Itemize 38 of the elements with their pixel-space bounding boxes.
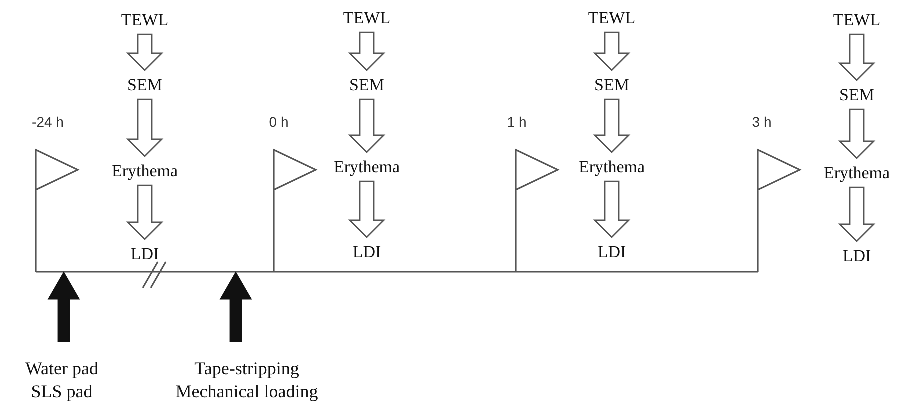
step-text: Erythema: [334, 156, 400, 178]
hollow-arrow: [593, 98, 631, 154]
time-label: 1 h: [507, 114, 527, 130]
step-text: SEM: [594, 74, 630, 96]
solid-arrow: [48, 272, 80, 342]
step-text: Erythema: [578, 156, 646, 178]
treatment-text: Tape-stripping: [194, 358, 300, 380]
hollow-arrow: [126, 98, 164, 158]
step-text: LDI: [352, 241, 382, 263]
step-text: LDI: [598, 241, 626, 263]
hollow-arrow: [838, 108, 876, 160]
step-text: SEM: [128, 74, 162, 96]
step-text: TEWL: [833, 9, 881, 31]
step-text: SEM: [350, 74, 384, 96]
time-label: 0 h: [269, 114, 289, 130]
solid-arrow: [220, 272, 252, 342]
hollow-arrow: [348, 98, 386, 154]
step-text: Erythema: [824, 162, 890, 184]
hollow-arrow: [593, 32, 631, 72]
step-text: TEWL: [588, 7, 636, 29]
step-text: LDI: [130, 243, 160, 265]
hollow-arrow: [126, 34, 164, 72]
time-label: 3 h: [752, 114, 772, 130]
hollow-arrow: [126, 184, 164, 240]
step-text: SEM: [840, 84, 874, 106]
hollow-arrow: [348, 180, 386, 238]
time-label: -24 h: [32, 114, 64, 130]
treatment-text: Water pad: [26, 358, 98, 380]
hollow-arrow: [838, 34, 876, 82]
step-text: Erythema: [112, 160, 178, 182]
step-text: LDI: [842, 245, 872, 267]
step-text: TEWL: [343, 7, 391, 29]
treatment-text: Mechanical loading: [176, 380, 318, 402]
hollow-arrow: [593, 180, 631, 238]
treatment-text: SLS pad: [31, 380, 93, 402]
hollow-arrow: [348, 32, 386, 72]
hollow-arrow: [838, 186, 876, 242]
step-text: TEWL: [121, 9, 169, 31]
